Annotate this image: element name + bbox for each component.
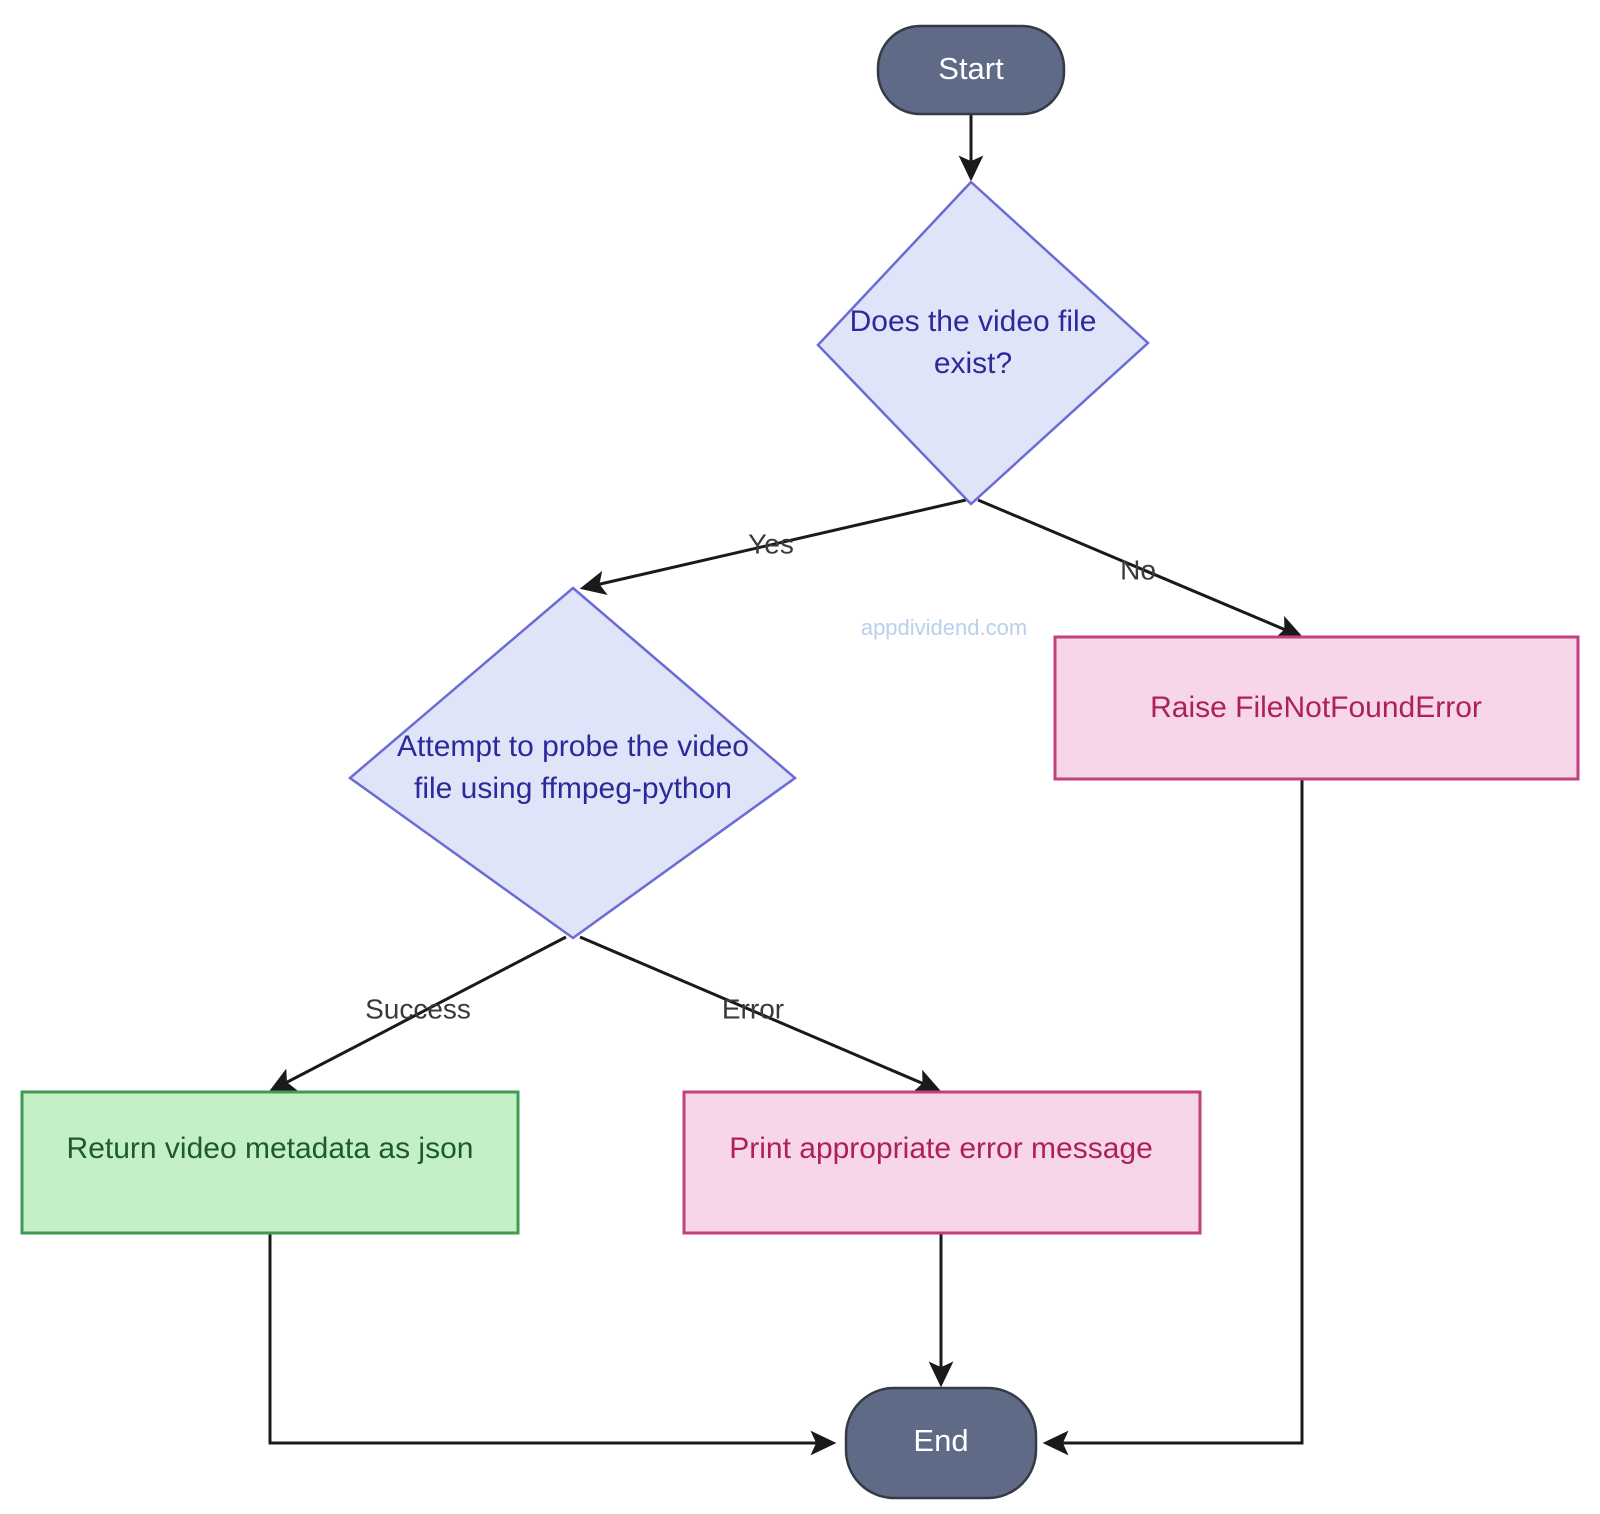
node-return-metadata[interactable]: Return video metadata as json — [20, 1090, 520, 1235]
node-start[interactable]: Start — [876, 24, 1066, 116]
node-print-error[interactable]: Print appropriate error message — [682, 1090, 1202, 1235]
return-metadata-shape — [20, 1090, 520, 1235]
file-exists-label-line1: Does the video file — [850, 305, 1097, 338]
edge-label-success: Success — [365, 993, 471, 1024]
edge-raise-error-to-end — [1042, 779, 1304, 1456]
probe-label-line2: file using ffmpeg-python — [414, 772, 732, 805]
edge-file-exists-to-probe — [579, 498, 967, 596]
edge-probe-to-print-error — [579, 935, 942, 1093]
edges-layer — [268, 114, 1304, 1456]
file-exists-label-line2: exist? — [934, 347, 1012, 380]
print-error-shape — [682, 1090, 1202, 1235]
edge-labels-layer: Yes No Success Error — [365, 528, 1156, 1024]
node-raise-error[interactable]: Raise FileNotFoundError — [1053, 635, 1580, 781]
return-metadata-label: Return video metadata as json — [67, 1132, 474, 1165]
watermark-text: appdividend.com — [861, 615, 1027, 640]
edge-label-error: Error — [722, 993, 784, 1024]
edge-return-metadata-to-end — [268, 1233, 837, 1456]
edge-label-no: No — [1120, 554, 1156, 585]
probe-label-line1: Attempt to probe the video — [397, 730, 749, 763]
node-probe[interactable]: Attempt to probe the video file using ff… — [347, 586, 798, 940]
node-end[interactable]: End — [844, 1386, 1038, 1500]
print-error-label: Print appropriate error message — [729, 1132, 1153, 1165]
edge-label-yes: Yes — [748, 528, 794, 559]
end-label: End — [913, 1423, 968, 1458]
start-label: Start — [938, 51, 1004, 86]
node-file-exists[interactable]: Does the video file exist? — [816, 180, 1150, 506]
file-exists-shape — [816, 180, 1150, 506]
edge-file-exists-to-raise-error — [977, 498, 1304, 639]
end-shape — [844, 1386, 1038, 1500]
raise-error-shape — [1053, 635, 1580, 781]
edge-probe-to-return-metadata — [269, 935, 567, 1092]
probe-shape — [347, 586, 798, 940]
raise-error-label: Raise FileNotFoundError — [1150, 691, 1482, 724]
start-shape — [876, 24, 1066, 116]
